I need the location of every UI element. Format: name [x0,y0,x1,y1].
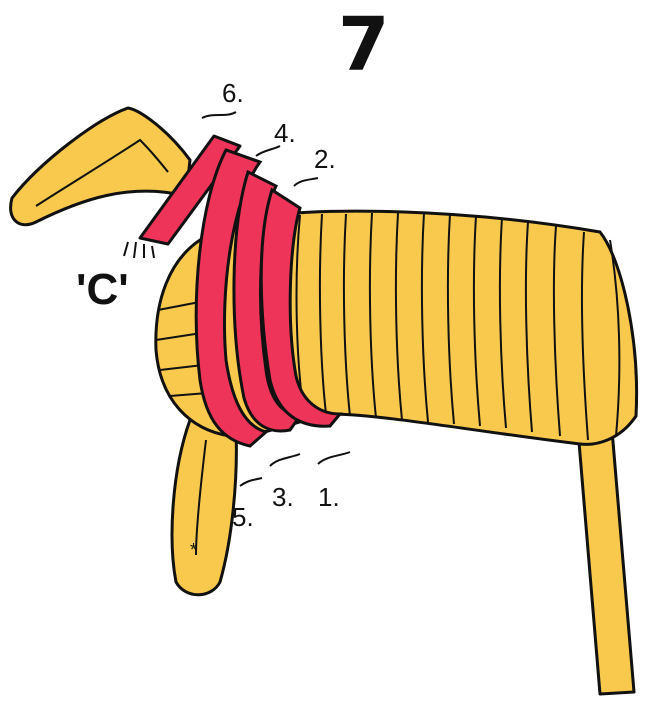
sequence-label-1: 1. [318,482,340,512]
sequence-label-5: 5. [232,502,254,532]
sequence-label-3: 3. [272,482,294,512]
bottom-loop [172,420,236,595]
end-label-c: 'C' [76,265,129,314]
frayed-end [124,242,154,258]
sequence-label-4: 4. [274,118,296,148]
star-mark: * [190,540,197,560]
sequence-label-6: 6. [222,78,244,108]
sequence-label-2: 2. [314,144,336,174]
hanging-rope-end [578,430,634,694]
